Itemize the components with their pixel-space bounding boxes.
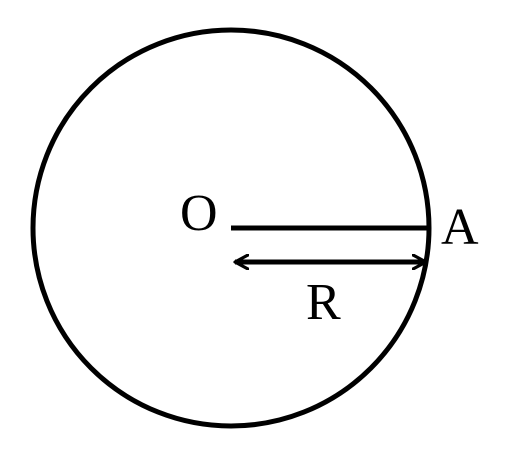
center-label-o: O (180, 185, 218, 242)
radius-label-r: R (306, 274, 341, 331)
point-label-a: A (441, 199, 479, 256)
